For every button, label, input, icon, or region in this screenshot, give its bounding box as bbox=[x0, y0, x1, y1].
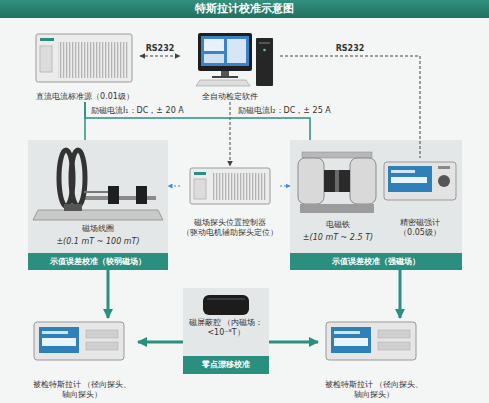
calibration-band: 示值误差校准（较弱磁场） bbox=[28, 253, 168, 270]
current-wire bbox=[84, 102, 86, 140]
pc-tower bbox=[256, 38, 273, 86]
device-panel bbox=[194, 179, 206, 199]
teslameter: 被检特斯拉计 （径向探头、轴向探头） bbox=[318, 318, 430, 400]
signal-link bbox=[168, 185, 180, 186]
button-row bbox=[378, 342, 410, 350]
edge-label: 励磁电流I₁：DC，± 20 A bbox=[91, 106, 184, 116]
screen-window bbox=[227, 39, 246, 63]
screen-line bbox=[334, 338, 368, 346]
screen-line bbox=[334, 331, 360, 334]
flow-arrow bbox=[269, 341, 318, 344]
button-row bbox=[378, 330, 410, 338]
flow-arrow bbox=[138, 341, 183, 344]
band-text: 示值误差校准（强磁场） bbox=[290, 253, 462, 270]
controller-device bbox=[190, 168, 270, 204]
band-text: 示值误差校准（较弱磁场） bbox=[28, 253, 168, 270]
monitor bbox=[198, 33, 252, 71]
node-text: 被检特斯拉计 （径向探头、轴向探头） bbox=[26, 380, 138, 400]
monitor-stand bbox=[221, 71, 229, 76]
coil-panel: 磁场线圈 ±(0.1 mT ~ 100 mT) 示值误差校准（较弱磁场） bbox=[28, 140, 168, 270]
computer-device bbox=[196, 33, 273, 86]
device-case bbox=[190, 168, 270, 204]
screen-window bbox=[204, 39, 224, 51]
current-source-device bbox=[36, 34, 132, 82]
device-grill bbox=[58, 42, 128, 78]
calibration-band: 零点漂移校准 bbox=[183, 356, 269, 374]
node-text: 磁场探头位置控制器 （驱动电机辅助探头定位） bbox=[180, 218, 280, 238]
magnet-panel: 电磁铁 ±(10 mT ~ 2.5 T)精密磁强计 （0.05级） 示值误差校准（强… bbox=[290, 140, 462, 270]
signal-link bbox=[230, 102, 231, 166]
node-text: 被检特斯拉计 （径向探头、轴向探头） bbox=[318, 380, 430, 400]
device-case bbox=[36, 34, 132, 82]
drive-slot bbox=[259, 42, 270, 44]
screen-window bbox=[204, 54, 224, 63]
device-logo bbox=[40, 38, 54, 41]
button-row bbox=[86, 330, 118, 338]
flow-arrow bbox=[107, 270, 110, 318]
computer: 全自动检定软件 bbox=[180, 30, 280, 102]
node-text: ±(10 mT ~ 2.5 T) bbox=[292, 233, 384, 243]
screen bbox=[39, 327, 79, 353]
screen bbox=[331, 327, 371, 353]
device-case bbox=[326, 322, 416, 360]
device-case bbox=[34, 322, 124, 360]
edge-label: 励磁电流I₂：DC，± 25 A bbox=[238, 106, 331, 116]
node-text: 磁屏蔽腔 （内磁场：<10⁻⁸T） bbox=[183, 318, 269, 338]
node-text: 电磁铁 bbox=[292, 220, 384, 230]
node-text: 精密磁强计 （0.05级） bbox=[380, 218, 460, 238]
node-text: ±(0.1 mT ~ 100 mT) bbox=[28, 237, 168, 247]
screen-line bbox=[42, 338, 76, 346]
device-grill bbox=[212, 173, 266, 200]
monitor-base bbox=[212, 76, 238, 78]
device-panel bbox=[40, 46, 52, 72]
band-text: 零点漂移校准 bbox=[183, 356, 269, 374]
teslameter-device bbox=[326, 322, 416, 360]
device-logo bbox=[194, 172, 206, 175]
power-light bbox=[263, 49, 266, 52]
node-text: 直流电流标准源（0.01级） bbox=[30, 92, 140, 102]
node-text: 全自动检定软件 bbox=[180, 92, 280, 102]
screen-line bbox=[42, 331, 68, 334]
current-source: 直流电流标准源（0.01级） bbox=[30, 32, 140, 102]
signal-link bbox=[280, 185, 290, 186]
shield-panel: 磁屏蔽腔 （内磁场：<10⁻⁸T） 零点漂移校准 bbox=[183, 288, 269, 374]
magnetometer: 精密磁强计 （0.05级） bbox=[380, 158, 460, 238]
teslameter: 被检特斯拉计 （径向探头、轴向探头） bbox=[26, 318, 138, 400]
screen bbox=[201, 36, 249, 66]
keyboard bbox=[196, 80, 250, 86]
teslameter-device bbox=[34, 322, 124, 360]
edge-label: RS232 bbox=[336, 44, 365, 54]
probe-controller: 磁场探头位置控制器 （驱动电机辅助探头定位） bbox=[180, 166, 280, 238]
button-row bbox=[86, 342, 118, 350]
node-text: 磁场线圈 bbox=[28, 224, 168, 234]
flow-arrow bbox=[399, 270, 402, 318]
signal-link bbox=[140, 56, 180, 57]
title-text: 特斯拉计校准示意图 bbox=[0, 0, 489, 18]
edge-label: RS232 bbox=[146, 44, 175, 54]
calibration-band: 示值误差校准（强磁场） bbox=[290, 253, 462, 270]
